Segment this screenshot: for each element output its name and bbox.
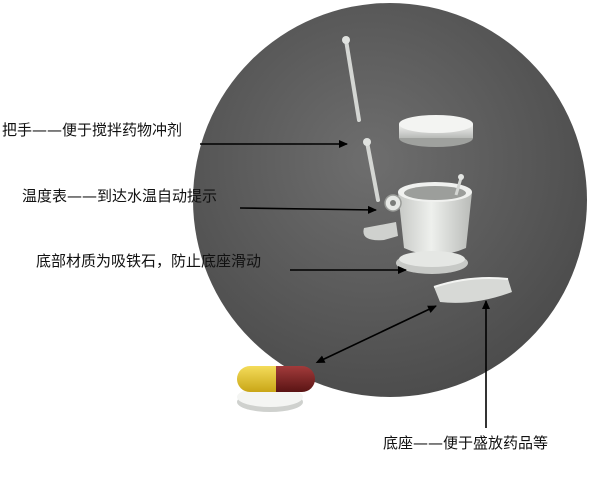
tray — [433, 277, 512, 303]
tray-label: 底座——便于盛放药品等 — [383, 434, 549, 452]
base-material-label: 底部材质为吸铁石，防止底座滑动 — [36, 252, 262, 270]
thermometer-probe — [363, 138, 380, 202]
handle-label: 把手——便于搅拌药物冲剂 — [2, 121, 183, 139]
thermometer-label: 温度表——到达水温自动提示 — [22, 187, 218, 205]
stirring-rod — [342, 36, 361, 122]
tray-pill-arrow — [315, 305, 437, 363]
lid — [399, 115, 473, 147]
thermometer-arrow — [239, 205, 377, 214]
cup-body — [363, 174, 472, 274]
capsule — [237, 366, 315, 392]
